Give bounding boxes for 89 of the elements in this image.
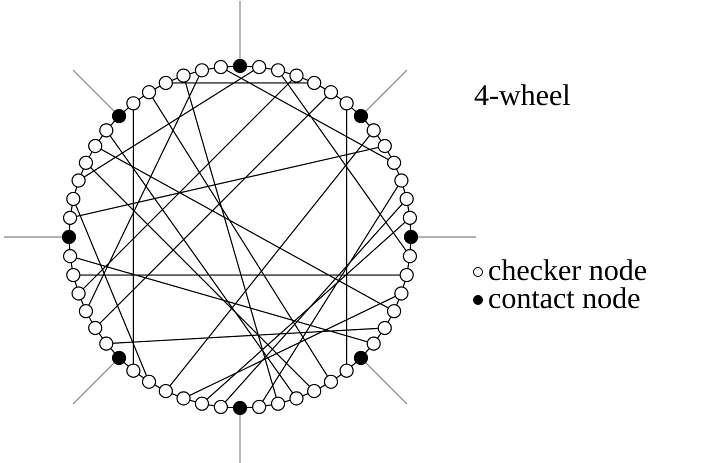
connector-line [346,110,348,364]
connector-line [110,135,294,394]
connector-line [262,186,398,402]
checker-node [324,374,338,389]
checker-node [394,173,408,188]
connector-line [172,82,308,84]
checker-node [126,96,140,110]
checker-node [366,123,381,138]
checker-node [158,76,173,90]
title: 4-wheel [474,80,571,112]
contact-node [354,108,368,124]
contact-node [62,230,76,244]
terminal-line [72,362,115,404]
contact-node [404,230,418,244]
checker-node [142,374,156,389]
checker-node [400,192,414,206]
checker-node [340,96,354,110]
connector-line [169,135,370,386]
contact-node [112,350,126,366]
checker-node [402,210,418,225]
checker-node [394,286,408,301]
connector-line [100,148,389,309]
checker-node [88,138,102,154]
connector-line [76,146,379,217]
contact-node [232,400,248,416]
terminal-line [365,362,408,404]
checker-node [289,391,304,406]
checker-node [72,286,86,301]
checker-node [176,391,191,406]
checker-node [126,364,140,378]
checker-node [62,249,78,264]
connector-line [76,257,368,342]
checker-node [66,192,80,206]
connector-line [152,97,328,377]
checker-node [88,320,102,336]
checker-node [400,268,414,282]
checker-node [289,68,304,83]
connector-line [281,75,407,252]
checker-node [324,85,338,100]
contact-node [354,350,368,366]
connector-line [189,296,396,396]
connector-line [80,274,400,276]
connector-line [224,203,403,402]
contact-node [112,108,126,124]
connector-line [88,76,200,306]
contact-node [232,58,248,74]
checker-node [386,156,402,170]
checker-node [270,396,286,411]
checker-node [99,336,114,351]
connector-line [226,70,389,160]
checker-node [340,364,354,378]
connector-line [184,82,277,398]
checker-node [378,320,392,336]
terminal-line [239,414,241,463]
connector-line [90,166,310,387]
checker-node [194,396,210,411]
connector-line [206,222,406,400]
terminal-line [418,236,476,238]
checker-node [62,210,78,225]
checker-node [72,173,86,188]
checker-node [142,85,156,100]
terminal-line [72,70,115,112]
connector-line [75,204,148,376]
checker-node [99,123,114,138]
checker-node [386,304,402,318]
connector-line [84,70,254,178]
checker-node [78,156,94,170]
checker-node [402,249,418,264]
checker-node [214,400,228,414]
terminal-line [4,236,62,238]
checker-node [158,384,173,398]
checker-node [366,336,381,351]
checker-node [270,63,286,78]
terminal-line [365,70,408,112]
connector-line [112,328,378,344]
checker-node [176,68,191,83]
checker-node [252,400,266,414]
checker-node [307,76,322,90]
connector-line [82,80,292,290]
checker-node [78,304,94,318]
checker-node [66,268,80,282]
connector-line [132,110,134,364]
terminal-line [239,1,241,60]
checker-node [194,63,210,78]
checker-node [378,138,392,154]
checker-node [214,60,228,74]
checker-node [307,384,322,398]
checker-node [252,60,266,74]
connector-line [99,96,327,324]
